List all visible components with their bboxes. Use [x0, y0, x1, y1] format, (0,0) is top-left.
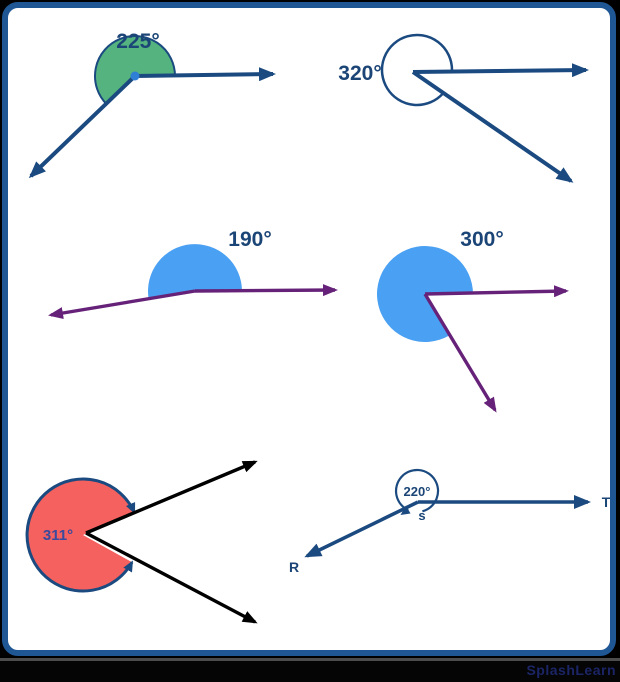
angle-figure-311: 311°	[25, 460, 258, 624]
ray-label-R: R	[289, 559, 299, 575]
ray-down-right	[85, 531, 258, 624]
ray-down-right	[411, 70, 574, 183]
angle-label: 300°	[460, 228, 503, 251]
angle-label: 311°	[43, 527, 73, 544]
ray-label-T: T	[602, 494, 611, 510]
ray-down-left	[28, 74, 137, 179]
ray-down-right	[423, 293, 497, 413]
ray-right	[194, 284, 338, 297]
angle-label: 320°	[338, 62, 381, 85]
angle-label: 220°	[404, 484, 431, 499]
brand-watermark: SplashLearn	[526, 662, 616, 678]
reflex-sector-red	[27, 478, 135, 591]
reflex-sector-green	[94, 35, 177, 106]
reflex-arc-with-arrows	[25, 477, 136, 593]
vertex-dot	[130, 71, 140, 81]
reflex-sector-blue	[148, 244, 242, 300]
ray-right	[134, 67, 276, 82]
ray-up-right	[85, 460, 258, 535]
ray-right	[412, 63, 589, 78]
vertex-label-s: s	[418, 508, 425, 523]
arc-arrowhead	[400, 505, 411, 515]
angle-figure-320: 320°	[338, 33, 589, 183]
footer-divider	[0, 658, 620, 661]
angle-figure-190: 190°	[48, 228, 338, 319]
angle-label: 225°	[116, 30, 159, 53]
ray-right	[424, 285, 569, 298]
angle-figure-220: 220° s T R	[289, 468, 611, 575]
ray-left	[48, 289, 196, 319]
angle-label: 190°	[228, 228, 271, 251]
footer-bar	[0, 661, 620, 682]
angle-figure-300: 300°	[377, 228, 569, 413]
angle-figure-225: 225°	[28, 30, 276, 179]
reflex-arc	[394, 468, 440, 513]
reflex-arc	[380, 33, 454, 107]
ray-to-R	[304, 500, 419, 558]
